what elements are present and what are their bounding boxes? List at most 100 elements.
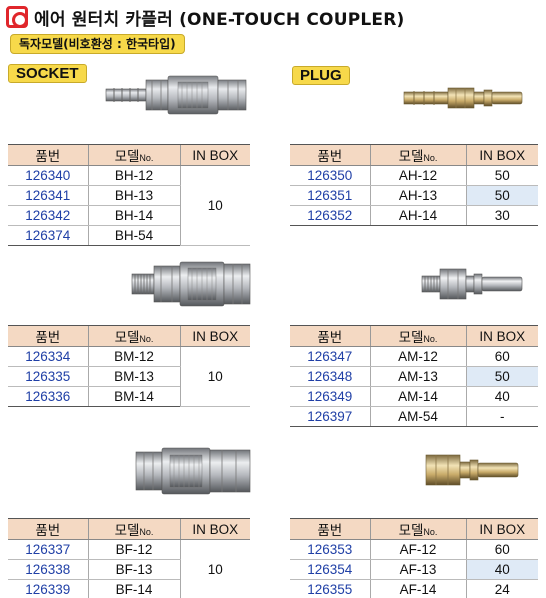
model-number: AH-14 <box>369 205 466 226</box>
table-row: 126340 BH-12 10 <box>8 165 250 246</box>
in-box-qty: 40 <box>465 559 538 580</box>
model-number: AM-14 <box>369 386 466 407</box>
in-box-qty: 50 <box>465 185 538 206</box>
model-number: BF-14 <box>87 579 180 598</box>
part-number: 126352 <box>290 205 370 226</box>
header-model: 모델No. <box>369 325 466 347</box>
table-row: 126337 BF-12 10 <box>8 539 250 598</box>
socket-male-table: 품번 모델No. IN BOX 126334 BM-12 10 126335 B… <box>8 325 250 407</box>
header-model: 모델No. <box>369 518 466 540</box>
in-box-qty: - <box>465 406 538 427</box>
header-in-box: IN BOX <box>465 325 538 347</box>
part-number: 126339 <box>8 579 88 598</box>
table-row: 126349 AM-14 40 <box>290 386 538 407</box>
plug-hose-barb-image <box>403 87 523 109</box>
table-row: 126348 AM-13 50 <box>290 366 538 387</box>
table-row: 126347 AM-12 60 <box>290 346 538 367</box>
in-box-qty: 60 <box>465 346 538 367</box>
part-number: 126337 <box>8 539 88 560</box>
socket-label: SOCKET <box>8 64 87 83</box>
in-box-qty: 30 <box>465 205 538 226</box>
in-box-qty: 10 <box>179 165 250 246</box>
table-row: 126352 AH-14 30 <box>290 205 538 226</box>
model-number: AF-12 <box>369 539 466 560</box>
part-number: 126340 <box>8 165 88 186</box>
in-box-qty: 50 <box>465 165 538 186</box>
header-part-no: 품번 <box>8 518 88 540</box>
part-number: 126338 <box>8 559 88 580</box>
model-number: AH-13 <box>369 185 466 206</box>
header-part-no: 품번 <box>290 144 370 166</box>
part-number: 126347 <box>290 346 370 367</box>
table-row: 126397 AM-54 - <box>290 406 538 427</box>
plug-male-thread-image <box>421 268 523 300</box>
table-row: 126336 BM-14 <box>8 386 250 407</box>
in-box-qty: 60 <box>465 539 538 560</box>
table-row: 126355 AF-14 24 <box>290 579 538 598</box>
part-number: 126349 <box>290 386 370 407</box>
plug-male-table: 품번 모델No. IN BOX 126347 AM-12 60 126348 A… <box>290 325 538 427</box>
model-number: BH-12 <box>87 165 180 186</box>
model-number: AM-54 <box>369 406 466 427</box>
table-row: 126334 BM-12 10 <box>8 346 250 407</box>
model-number: BM-14 <box>87 386 180 407</box>
header-model: 모델No. <box>87 518 180 540</box>
model-number: BF-12 <box>87 539 180 560</box>
table-row: 126342 BH-14 <box>8 205 250 226</box>
part-number: 126348 <box>290 366 370 387</box>
header-in-box: IN BOX <box>179 144 250 166</box>
header-in-box: IN BOX <box>179 325 250 347</box>
socket-hose-table: 품번 모델No. IN BOX 126340 BH-12 10 126341 B… <box>8 144 250 246</box>
table-row: 126374 BH-54 <box>8 225 250 246</box>
part-number: 126397 <box>290 406 370 427</box>
model-number: BF-13 <box>87 559 180 580</box>
plug-hose-table: 품번 모델No. IN BOX 126350 AH-12 50 126351 A… <box>290 144 538 226</box>
model-number: BH-14 <box>87 205 180 226</box>
part-number: 126341 <box>8 185 88 206</box>
socket-female-thread-image <box>135 447 251 495</box>
part-number: 126354 <box>290 559 370 580</box>
model-type-badge: 독자모델(비호환성 : 한국타입) <box>10 34 185 54</box>
header-in-box: IN BOX <box>465 144 538 166</box>
model-number: AH-12 <box>369 165 466 186</box>
part-number: 126374 <box>8 225 88 246</box>
socket-female-table: 품번 모델No. IN BOX 126337 BF-12 10 126338 B… <box>8 518 250 598</box>
plug-label: PLUG <box>292 66 350 85</box>
table-row: 126335 BM-13 <box>8 366 250 387</box>
part-number: 126350 <box>290 165 370 186</box>
model-number: AM-13 <box>369 366 466 387</box>
part-number: 126335 <box>8 366 88 387</box>
page-title: 에어 원터치 카플러 (ONE-TOUCH COUPLER) <box>34 10 405 30</box>
model-number: AF-14 <box>369 579 466 598</box>
part-number: 126334 <box>8 346 88 367</box>
header-model: 모델No. <box>87 144 180 166</box>
in-box-qty: 10 <box>179 539 250 598</box>
socket-male-thread-image <box>131 261 251 307</box>
part-number: 126342 <box>8 205 88 226</box>
part-number: 126353 <box>290 539 370 560</box>
table-row: 126354 AF-13 40 <box>290 559 538 580</box>
table-row: 126338 BF-13 <box>8 559 250 580</box>
table-row: 126353 AF-12 60 <box>290 539 538 560</box>
model-number: BH-54 <box>87 225 180 246</box>
model-number: BH-13 <box>87 185 180 206</box>
in-box-qty: 40 <box>465 386 538 407</box>
header-part-no: 품번 <box>290 325 370 347</box>
header-part-no: 품번 <box>290 518 370 540</box>
header-model: 모델No. <box>87 325 180 347</box>
socket-hose-barb-image <box>105 75 247 115</box>
header-in-box: IN BOX <box>179 518 250 540</box>
brand-logo-icon <box>6 6 28 28</box>
header-part-no: 품번 <box>8 325 88 347</box>
part-number: 126355 <box>290 579 370 598</box>
part-number: 126351 <box>290 185 370 206</box>
model-number: AF-13 <box>369 559 466 580</box>
table-row: 126341 BH-13 <box>8 185 250 206</box>
table-row: 126351 AH-13 50 <box>290 185 538 206</box>
in-box-qty: 24 <box>465 579 538 598</box>
plug-female-table: 품번 모델No. IN BOX 126353 AF-12 60 126354 A… <box>290 518 538 598</box>
header-part-no: 품번 <box>8 144 88 166</box>
table-row: 126350 AH-12 50 <box>290 165 538 186</box>
model-number: BM-12 <box>87 346 180 367</box>
part-number: 126336 <box>8 386 88 407</box>
